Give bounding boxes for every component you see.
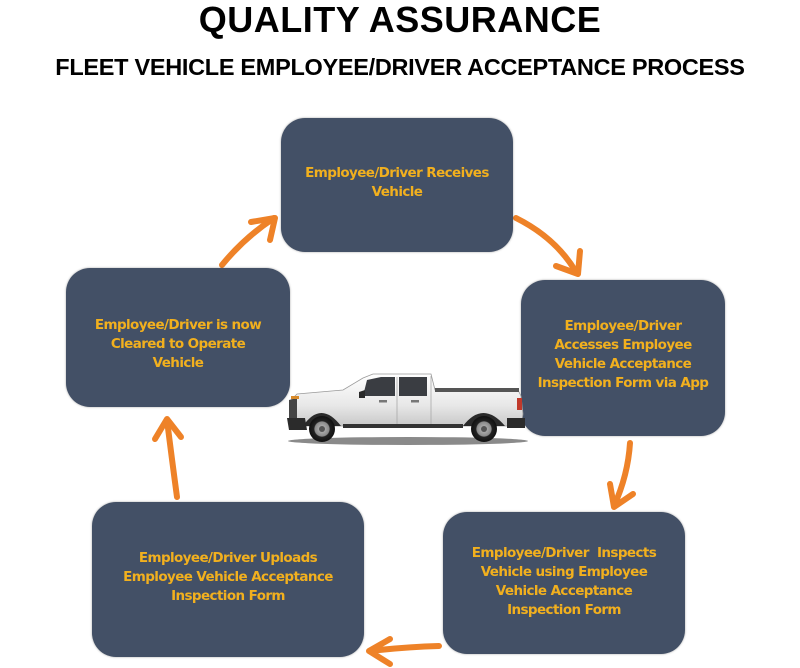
process-step-accesses-form: Employee/Driver Accesses Employee Vehicl… xyxy=(521,280,725,436)
step-label: Employee/Driver Accesses Employee Vehicl… xyxy=(538,317,709,393)
step-label-line: Inspection Form via App xyxy=(537,375,709,391)
step-label-line: Vehicle Acceptance xyxy=(554,356,692,372)
process-step-uploads-form: Employee/Driver Uploads Employee Vehicle… xyxy=(92,502,364,657)
step-label-line: Inspection Form xyxy=(171,588,285,604)
step-label-line: Cleared to Operate xyxy=(110,336,246,352)
step-label-line: Employee/Driver Inspects xyxy=(471,545,657,561)
pickup-truck-icon xyxy=(287,373,528,445)
step-label-line: Inspection Form xyxy=(507,602,621,618)
step-label: Employee/Driver Inspects Vehicle using E… xyxy=(471,544,657,620)
step-label: Employee/Driver Receives Vehicle xyxy=(305,164,489,202)
step-label-line: Employee Vehicle Acceptance xyxy=(123,569,333,585)
page-title: QUALITY ASSURANCE xyxy=(198,0,602,40)
step-label-line: Vehicle xyxy=(152,355,204,371)
arrow-step2-to-step3 xyxy=(607,440,636,510)
arrow-step3-to-step4 xyxy=(366,636,442,667)
step-label-line: Accesses Employee xyxy=(554,337,692,353)
step-label-line: Employee/Driver Receives xyxy=(305,165,489,181)
step-label-line: Vehicle xyxy=(371,184,423,200)
arrow-step4-to-step5 xyxy=(152,416,184,500)
step-label: Employee/Driver Uploads Employee Vehicle… xyxy=(123,549,333,606)
process-step-cleared-to-operate: Employee/Driver is now Cleared to Operat… xyxy=(66,268,290,407)
process-step-inspects-vehicle: Employee/Driver Inspects Vehicle using E… xyxy=(443,512,685,654)
step-label-line: Employee/Driver is now xyxy=(94,317,262,333)
process-step-receives-vehicle: Employee/Driver Receives Vehicle xyxy=(281,118,513,252)
arrow-step5-to-step1 xyxy=(219,215,278,268)
step-label-line: Employee/Driver xyxy=(564,318,682,334)
step-label-line: Vehicle using Employee xyxy=(480,564,648,580)
step-label: Employee/Driver is now Cleared to Operat… xyxy=(94,316,262,373)
step-label-line: Vehicle Acceptance xyxy=(495,583,633,599)
page-subtitle: FLEET VEHICLE EMPLOYEE/DRIVER ACCEPTANCE… xyxy=(55,54,745,80)
step-label-line: Employee/Driver Uploads xyxy=(138,550,318,566)
arrow-step1-to-step2 xyxy=(513,215,583,277)
